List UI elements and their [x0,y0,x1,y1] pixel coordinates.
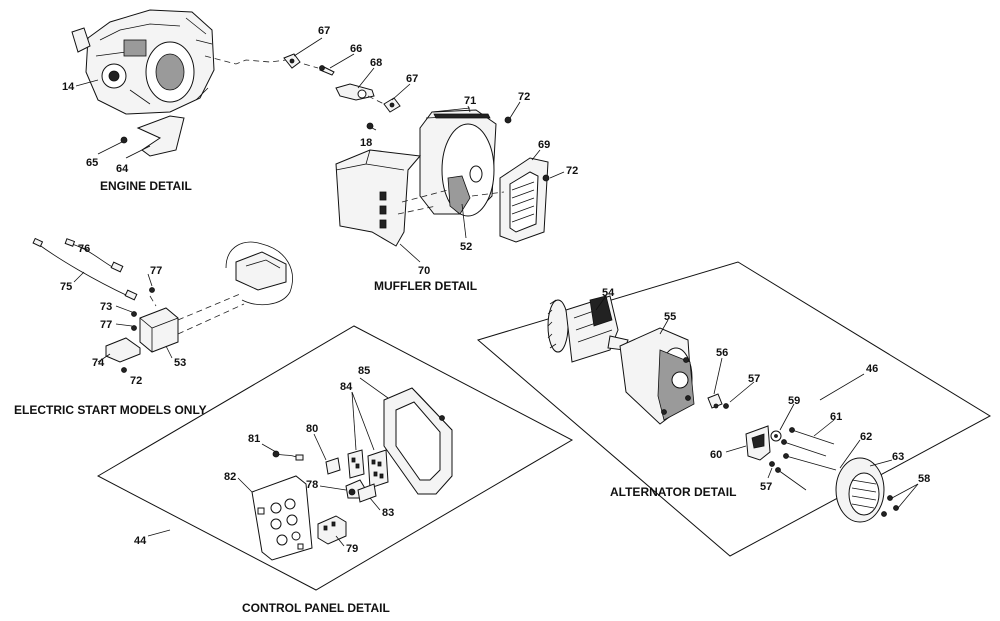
muffler-group: 67 66 68 67 71 72 18 69 72 52 70 MUFFLER… [283,25,578,293]
callout-74: 74 [92,357,105,369]
part-58c-screw [881,511,887,517]
callout-58: 58 [918,473,930,485]
part-81-wire [272,450,304,461]
part-65-bolt [120,136,128,144]
part-85-frame [383,387,453,495]
part-56-brush [707,393,723,409]
part-72b-screw [542,174,550,182]
part-79-outlet [317,515,347,545]
part-69-screen [499,157,549,243]
callout-76: 76 [78,243,90,255]
callout-77: 77 [150,265,162,277]
part-72-screw [504,116,512,124]
part-engine [71,9,215,115]
part-58-screw [887,495,893,501]
callout-55: 55 [664,311,676,323]
callout-73: 73 [100,301,112,313]
callout-82: 82 [224,471,236,483]
callout-62: 62 [860,431,872,443]
part-57b-screw [769,461,775,467]
callout-68: 68 [370,57,382,69]
callout-67b: 67 [406,73,418,85]
callout-80: 80 [306,423,318,435]
callout-66: 66 [350,43,362,55]
callout-44: 44 [134,535,147,547]
part-57-screw [723,403,729,409]
callout-59: 59 [788,395,800,407]
part-52-baffle [447,175,471,215]
callout-72: 72 [518,91,530,103]
part-73-screw [131,311,137,317]
part-74-bracket [105,337,141,363]
callout-46: 46 [866,363,878,375]
part-53-module [139,307,179,353]
part-68-pipe [335,83,375,101]
part-54-rotor [547,295,629,363]
part-83-breaker [357,483,377,503]
callout-75: 75 [60,281,72,293]
callout-70: 70 [418,265,430,277]
callout-57b: 57 [760,481,772,493]
control-panel-frame [96,325,574,591]
part-61-bolts [781,427,835,457]
part-60-cover [745,425,771,461]
callout-53: 53 [174,357,186,369]
section-title-electric-start: ELECTRIC START MODELS ONLY [14,403,207,417]
callout-56: 56 [716,347,728,359]
part-70-heat-shield [335,149,421,247]
part-63-end-cover [835,457,885,523]
alternator-group: 54 55 56 57 46 59 61 62 63 60 57 58 ALTE… [476,261,992,557]
callout-64: 64 [116,163,129,175]
callout-85: 85 [358,365,370,377]
callout-54: 54 [602,287,615,299]
part-64-guard [136,115,185,157]
section-title-engine: ENGINE DETAIL [100,179,192,193]
part-72c-screw [121,367,127,373]
callout-14: 14 [62,81,75,93]
section-title-control-panel: CONTROL PANEL DETAIL [242,601,390,615]
callout-83: 83 [382,507,394,519]
part-80-switch [325,457,341,475]
callout-72c: 72 [130,375,142,387]
part-75-cable [32,237,138,301]
callout-57: 57 [748,373,760,385]
callout-61: 61 [830,411,842,423]
part-18-nut [366,122,374,130]
callout-71: 71 [464,95,476,107]
callout-63: 63 [892,451,904,463]
part-82-faceplate [251,475,313,561]
callout-72b: 72 [566,165,578,177]
part-66-bolt [319,65,335,76]
callout-60: 60 [710,449,722,461]
part-77-screw [149,287,155,293]
callout-18: 18 [360,137,372,149]
engine-group: 14 65 64 ENGINE DETAIL [62,9,287,193]
part-76-cable [64,238,124,273]
alternator-frame [476,261,992,557]
part-55-stator [619,327,695,425]
control-panel-group: 85 84 81 80 82 78 83 79 44 CONTROL PANEL… [96,325,574,615]
callout-77b: 77 [100,319,112,331]
part-59-washer [770,430,782,442]
part-mount-inset [225,241,293,306]
section-title-muffler: MUFFLER DETAIL [374,279,477,293]
part-77b-screw [131,325,137,331]
part-58b-screw [893,505,899,511]
callout-69: 69 [538,139,550,151]
callout-79: 79 [346,543,358,555]
section-title-alternator: ALTERNATOR DETAIL [610,485,736,499]
part-62-bolts [775,453,837,491]
electric-start-group: 76 77 75 73 77 74 72 53 ELECTRIC START M… [14,237,293,417]
callout-67: 67 [318,25,330,37]
callout-84: 84 [340,381,353,393]
part-84-receptacles [347,449,389,489]
callout-65: 65 [86,157,98,169]
callout-78: 78 [306,479,318,491]
callout-52: 52 [460,241,472,253]
callout-81: 81 [248,433,260,445]
